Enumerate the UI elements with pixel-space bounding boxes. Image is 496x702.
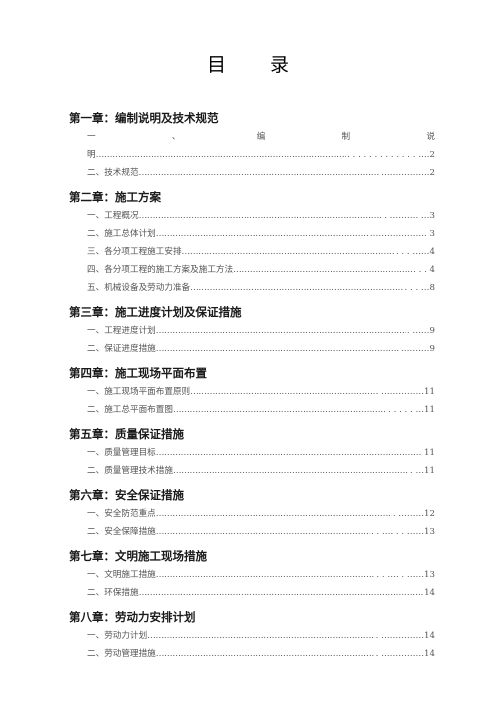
dot-leader (190, 279, 403, 297)
dot-leader (156, 322, 406, 340)
chapter-heading: 第七章：文明施工现场措施 (69, 549, 207, 563)
chapter-heading: 第八章：劳动力安排计划 (69, 610, 196, 624)
toc-page-number: . . . . . …11 (388, 405, 435, 415)
toc-entry[interactable]: 一、工程进度计划 . ……9 (69, 322, 435, 340)
toc-entry-label: 四、各分项工程的施工方案及施工方法 (87, 265, 234, 275)
dot-leader (156, 505, 392, 523)
toc-page-number: . . . …8 (404, 283, 435, 293)
toc-entry-label: 一、质量管理目标 (87, 448, 156, 458)
toc-entry[interactable]: 明 . . . . . . . . . . . . . ….2 (69, 146, 435, 164)
toc-entry-label: 二、施工总体计划 (87, 229, 156, 239)
toc-entry-label: 二、施工总平面布置图 (87, 405, 173, 415)
toc-page-number: . ……………11 (375, 387, 435, 397)
toc-entry[interactable]: 二、技术规范 ………….….2 (69, 164, 435, 182)
chapter-heading: 第三章：施工进度计划及保证措施 (69, 305, 242, 319)
toc-entry[interactable]: 五、机械设备及劳动力准备 . . . …8 (69, 279, 435, 297)
toc-entry[interactable]: 二、施工总体计划 ………….……. 3 (69, 225, 435, 243)
table-of-contents: 第一章：编制说明及技术规范 一 、 编 制 说 明 . . . . . . . … (69, 108, 435, 663)
chapter-heading: 第二章：施工方案 (69, 190, 161, 204)
dot-leader (139, 207, 384, 225)
spread-char: 制 (341, 132, 351, 142)
title-char: 目 (206, 54, 226, 76)
toc-entry[interactable]: 一、工程概况 . ………. …3 (69, 207, 435, 225)
toc-page-number: . …11 (410, 466, 435, 476)
dot-leader (173, 401, 387, 419)
spread-char: 一 (87, 132, 96, 142)
toc-entry-label: 二、环保措施 (87, 588, 139, 598)
dot-leader (139, 164, 381, 182)
toc-entry-spread: 一 、 编 制 说 (69, 128, 435, 146)
dot-leader (156, 645, 375, 663)
dot-leader (156, 523, 370, 541)
toc-page-number: . ………12 (392, 509, 435, 519)
toc-entry[interactable]: 二、质量管理技术措施 . …11 (69, 462, 435, 480)
toc-page-number: . . . 4 (413, 265, 435, 275)
toc-entry-label: 二、安全保障措施 (87, 527, 156, 537)
dot-leader (96, 146, 347, 164)
toc-page-number: . ………. …3 (384, 211, 435, 221)
toc-entry-label: 二、技术规范 (87, 168, 139, 178)
toc-entry-label: 三、各分项工程施工安排 (87, 247, 182, 257)
toc-entry[interactable]: 二、环保措施 14 (69, 584, 435, 602)
toc-entry-label: 一、施工现场平面布置原则 (87, 387, 191, 397)
toc-entry-label: 五、机械设备及劳动力准备 (87, 283, 191, 293)
toc-entry[interactable]: 一、安全防范重点 . ………12 (69, 505, 435, 523)
toc-page-number: . . . . . . . . . . . . . ….2 (347, 150, 435, 160)
dot-leader (173, 462, 409, 480)
toc-entry-label: 二、质量管理技术措施 (87, 466, 173, 476)
chapter-heading: 第四章：施工现场平面布置 (69, 366, 207, 380)
dot-leader (182, 243, 395, 261)
toc-page-number: .………9 (401, 344, 435, 354)
toc-entry-label: 一、安全防范重点 (87, 509, 156, 519)
toc-entry[interactable]: 一、质量管理目标 . 11 (69, 444, 435, 462)
spread-char: 说 (426, 132, 435, 142)
spread-char: 编 (256, 132, 266, 142)
spread-char: 、 (171, 132, 181, 142)
toc-entry[interactable]: 二、劳动管理措施 . ……………14 (69, 645, 435, 663)
chapter-heading: 第一章：编制说明及技术规范 (69, 111, 219, 125)
dot-leader (147, 627, 374, 645)
toc-entry[interactable]: 二、施工总平面布置图 . . . . . …11 (69, 401, 435, 419)
toc-entry[interactable]: 四、各分项工程的施工方案及施工方法 . . . 4 (69, 261, 435, 279)
toc-page-number: . . …. . ……13 (376, 570, 435, 580)
dot-leader (156, 225, 369, 243)
dot-leader (156, 566, 376, 584)
toc-entry-label: 一、工程进度计划 (87, 326, 156, 336)
toc-page-number: . 11 (418, 448, 435, 458)
toc-page-number: ………….……. 3 (369, 229, 435, 239)
toc-entry[interactable]: 一、劳动力计划 . ……………14 (69, 627, 435, 645)
toc-entry[interactable]: 二、安全保障措施 . . …. . . ……13 (69, 523, 435, 541)
toc-page-number: . ……9 (406, 326, 435, 336)
toc-entry[interactable]: 一、施工现场平面布置原则 . ……………11 (69, 383, 435, 401)
toc-entry[interactable]: 二、保证进度措施 .………9 (69, 340, 435, 358)
toc-entry-label: 二、保证进度措施 (87, 344, 156, 354)
dot-leader (139, 584, 423, 602)
title-char: 录 (270, 54, 290, 76)
dot-leader (233, 261, 412, 279)
toc-page-number: . . …. . . ……13 (370, 527, 435, 537)
toc-page-number: ………….….2 (381, 168, 435, 178)
dot-leader (190, 383, 374, 401)
toc-page-number: . ……………14 (375, 649, 435, 659)
toc-page-number: 14 (424, 588, 435, 598)
toc-entry-label: 一、劳动力计划 (87, 631, 148, 641)
toc-entry[interactable]: 三、各分项工程施工安排 . . . ……4 (69, 243, 435, 261)
dot-leader (156, 444, 418, 462)
toc-entry-label: 一、工程概况 (87, 211, 139, 221)
chapter-heading: 第五章：质量保证措施 (69, 427, 184, 441)
toc-entry-label: 一、文明施工措施 (87, 570, 156, 580)
dot-leader (156, 340, 400, 358)
page-title: 目录 (0, 50, 496, 77)
toc-entry[interactable]: 一、文明施工措施 . . …. . ……13 (69, 566, 435, 584)
chapter-heading: 第六章：安全保证措施 (69, 488, 184, 502)
toc-entry-label: 二、劳动管理措施 (87, 649, 156, 659)
toc-entry-label: 明 (87, 150, 96, 160)
toc-page-number: . ……………14 (375, 631, 435, 641)
toc-page-number: . . . ……4 (395, 247, 435, 257)
